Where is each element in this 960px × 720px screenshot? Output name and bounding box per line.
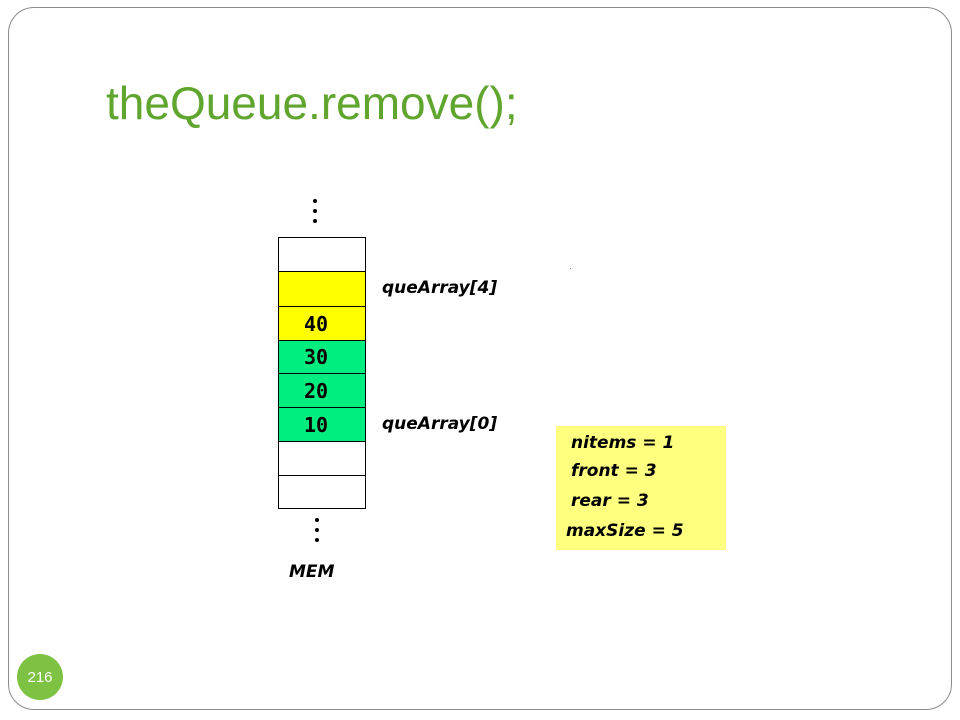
ellipsis-top bbox=[313, 199, 319, 229]
memory-cell-queArray-3: 40 bbox=[278, 306, 366, 341]
maxsize-box bbox=[556, 516, 726, 550]
memory-cell-below-1 bbox=[278, 441, 366, 476]
page-number-badge: 216 bbox=[17, 654, 63, 700]
memory-cell-queArray-1: 20 bbox=[278, 373, 366, 408]
page-number: 216 bbox=[27, 668, 53, 686]
memory-cell-queArray-2: 30 bbox=[278, 340, 366, 374]
ellipsis-bottom bbox=[315, 518, 321, 548]
memory-cell-below-2 bbox=[278, 475, 366, 509]
queue-state-box bbox=[556, 426, 726, 518]
memory-cell-queArray-4 bbox=[278, 271, 366, 307]
memory-cell-7 bbox=[278, 237, 366, 272]
label-queArray-0: queArray[0] bbox=[382, 414, 498, 434]
memory-caption: MEM bbox=[289, 562, 335, 582]
rear-value: rear = 3 bbox=[571, 491, 649, 511]
front-value: front = 3 bbox=[571, 461, 657, 481]
slide-frame bbox=[8, 7, 952, 710]
nitems-value: nitems = 1 bbox=[571, 433, 675, 453]
maxsize-value: maxSize = 5 bbox=[566, 521, 684, 541]
label-queArray-4: queArray[4] bbox=[382, 278, 498, 298]
slide-title: theQueue.remove(); bbox=[106, 77, 518, 129]
memory-cell-queArray-0: 10 bbox=[278, 407, 366, 442]
stray-dot bbox=[570, 268, 571, 269]
